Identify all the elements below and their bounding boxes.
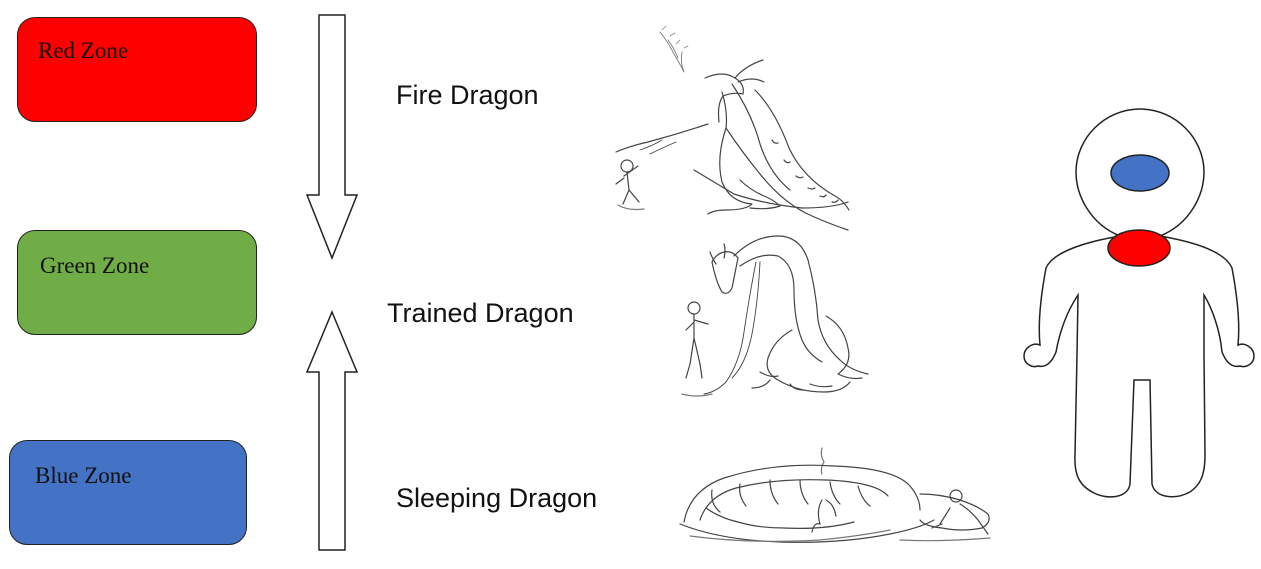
trained-dragon-drawing: [682, 236, 868, 396]
sleeping-dragon-drawing: [680, 448, 990, 542]
fire-dragon-drawing: [616, 26, 849, 230]
up-arrow: [307, 312, 357, 550]
head-blue-oval: [1111, 155, 1169, 191]
throat-red-oval: [1108, 230, 1170, 266]
down-arrow: [307, 15, 357, 258]
